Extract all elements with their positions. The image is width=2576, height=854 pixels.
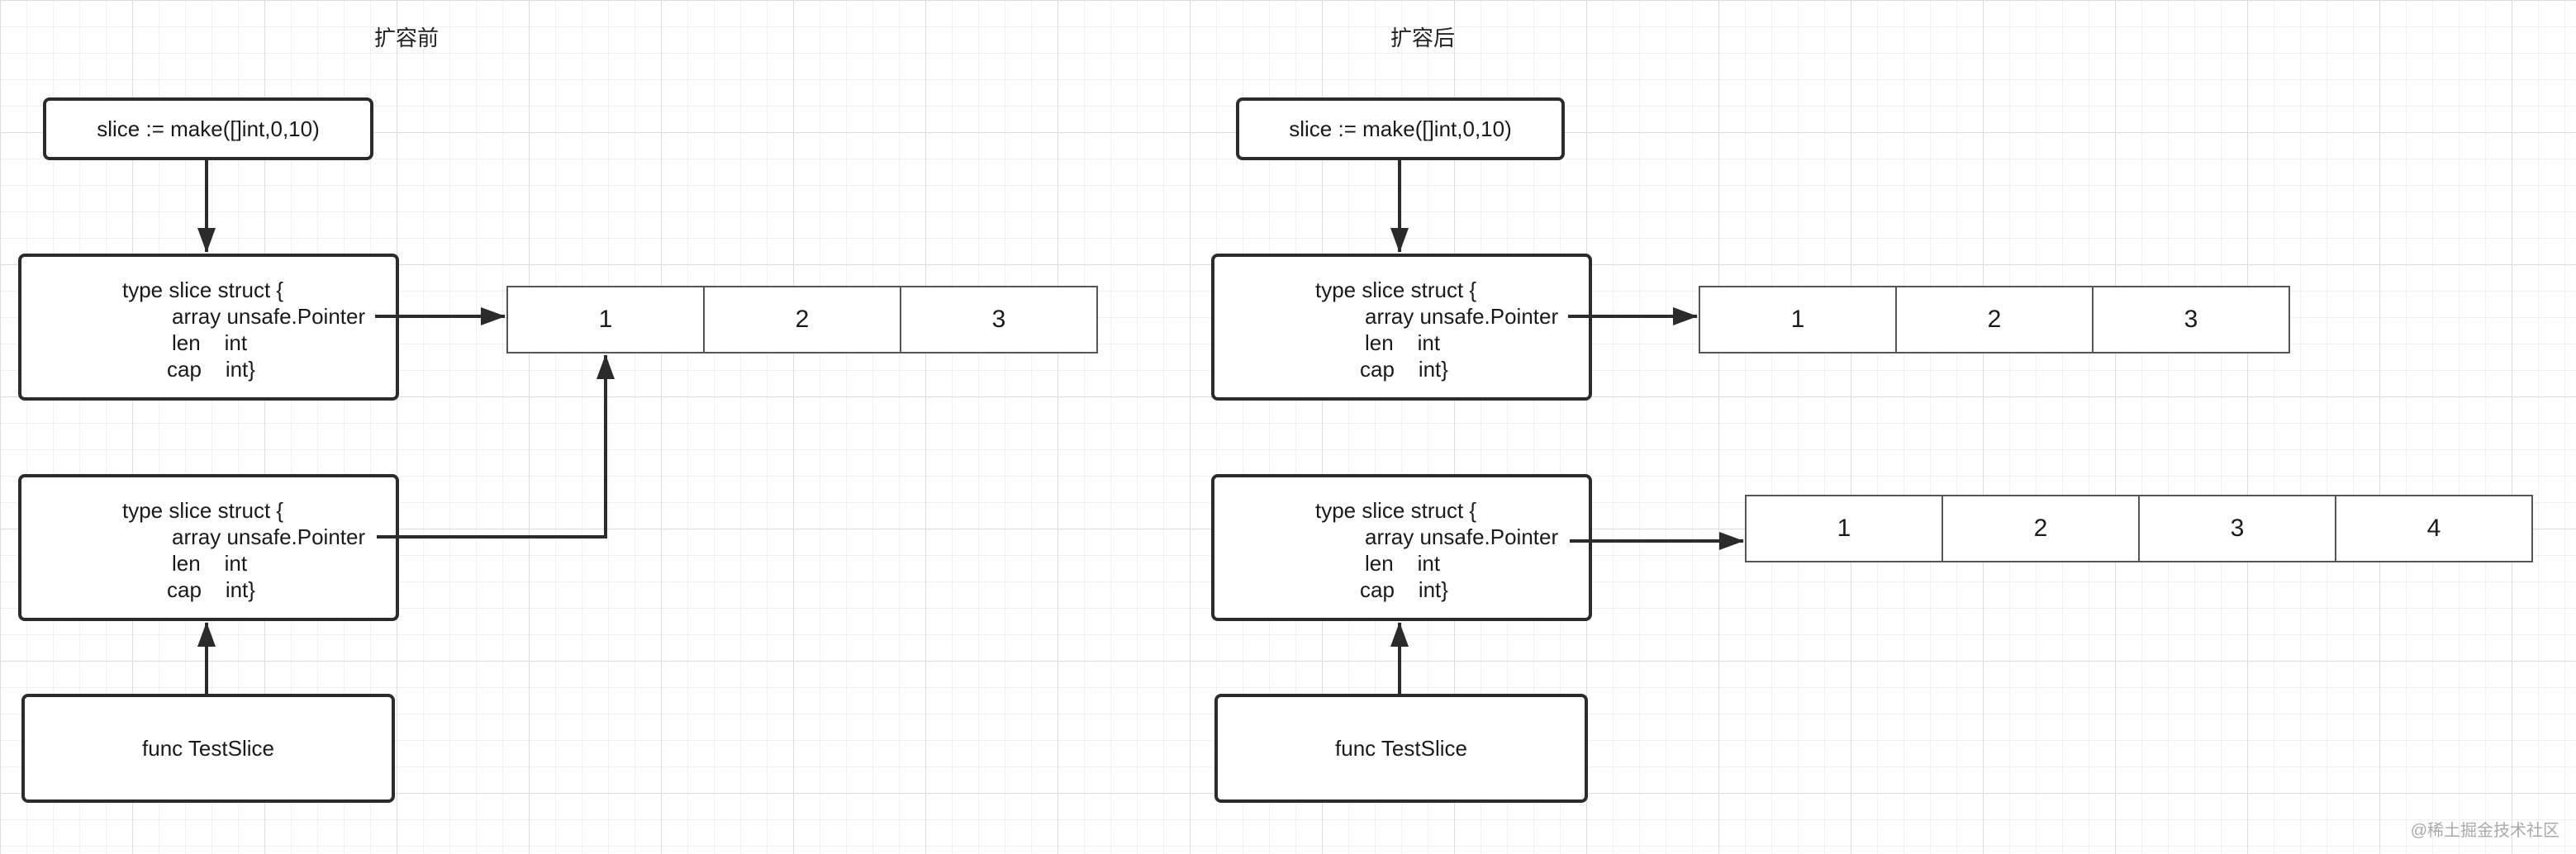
struct-line-array: array unsafe.Pointer	[172, 524, 366, 549]
array-before-shared: 1 2 3	[506, 286, 1098, 353]
struct-box-after-bottom: type slice struct { array unsafe.Pointer…	[1211, 474, 1592, 621]
struct-line-type: type slice struct {	[1315, 278, 1477, 302]
array-cell: 3	[900, 286, 1098, 353]
struct-line-len: len int	[1365, 330, 1441, 355]
array-cell: 1	[1699, 286, 1897, 353]
array-cell: 4	[2335, 495, 2533, 562]
struct-line-cap: cap int}	[167, 577, 255, 602]
func-box-before: func TestSlice	[21, 694, 395, 803]
struct-line-type: type slice struct {	[1315, 498, 1477, 523]
struct-line-array: array unsafe.Pointer	[1365, 524, 1559, 549]
array-cell: 2	[703, 286, 901, 353]
watermark: @稀土掘金技术社区	[2410, 822, 2559, 840]
heading-after: 扩容后	[1390, 26, 1456, 50]
make-box-after: slice := make([]int,0,10)	[1236, 97, 1565, 160]
struct-line-len: len int	[1365, 551, 1441, 576]
func-label-before: func TestSlice	[142, 735, 274, 761]
struct-box-before-top: type slice struct { array unsafe.Pointer…	[18, 254, 399, 401]
array-cell: 3	[2092, 286, 2290, 353]
make-label-after: slice := make([]int,0,10)	[1289, 116, 1512, 141]
struct-line-len: len int	[172, 551, 248, 576]
array-cell: 2	[1895, 286, 2094, 353]
struct-line-array: array unsafe.Pointer	[172, 304, 366, 329]
struct-line-array: array unsafe.Pointer	[1365, 304, 1559, 329]
array-after-new: 1 2 3 4	[1745, 495, 2533, 562]
struct-box-after-top: type slice struct { array unsafe.Pointer…	[1211, 254, 1592, 401]
func-box-after: func TestSlice	[1214, 694, 1588, 803]
struct-line-cap: cap int}	[167, 357, 255, 382]
heading-before: 扩容前	[374, 26, 440, 50]
array-cell: 1	[1745, 495, 1943, 562]
array-after-original: 1 2 3	[1699, 286, 2290, 353]
struct-line-cap: cap int}	[1360, 357, 1448, 382]
make-box-before: slice := make([]int,0,10)	[43, 97, 373, 160]
struct-line-type: type slice struct {	[122, 498, 284, 523]
struct-box-before-bottom: type slice struct { array unsafe.Pointer…	[18, 474, 399, 621]
func-label-after: func TestSlice	[1335, 735, 1467, 761]
array-cell: 2	[1942, 495, 2140, 562]
make-label-before: slice := make([]int,0,10)	[97, 116, 320, 141]
arrow-shared-pointer-before	[377, 354, 615, 538]
struct-line-len: len int	[172, 330, 248, 355]
struct-line-cap: cap int}	[1360, 577, 1448, 602]
struct-line-type: type slice struct {	[122, 278, 284, 302]
